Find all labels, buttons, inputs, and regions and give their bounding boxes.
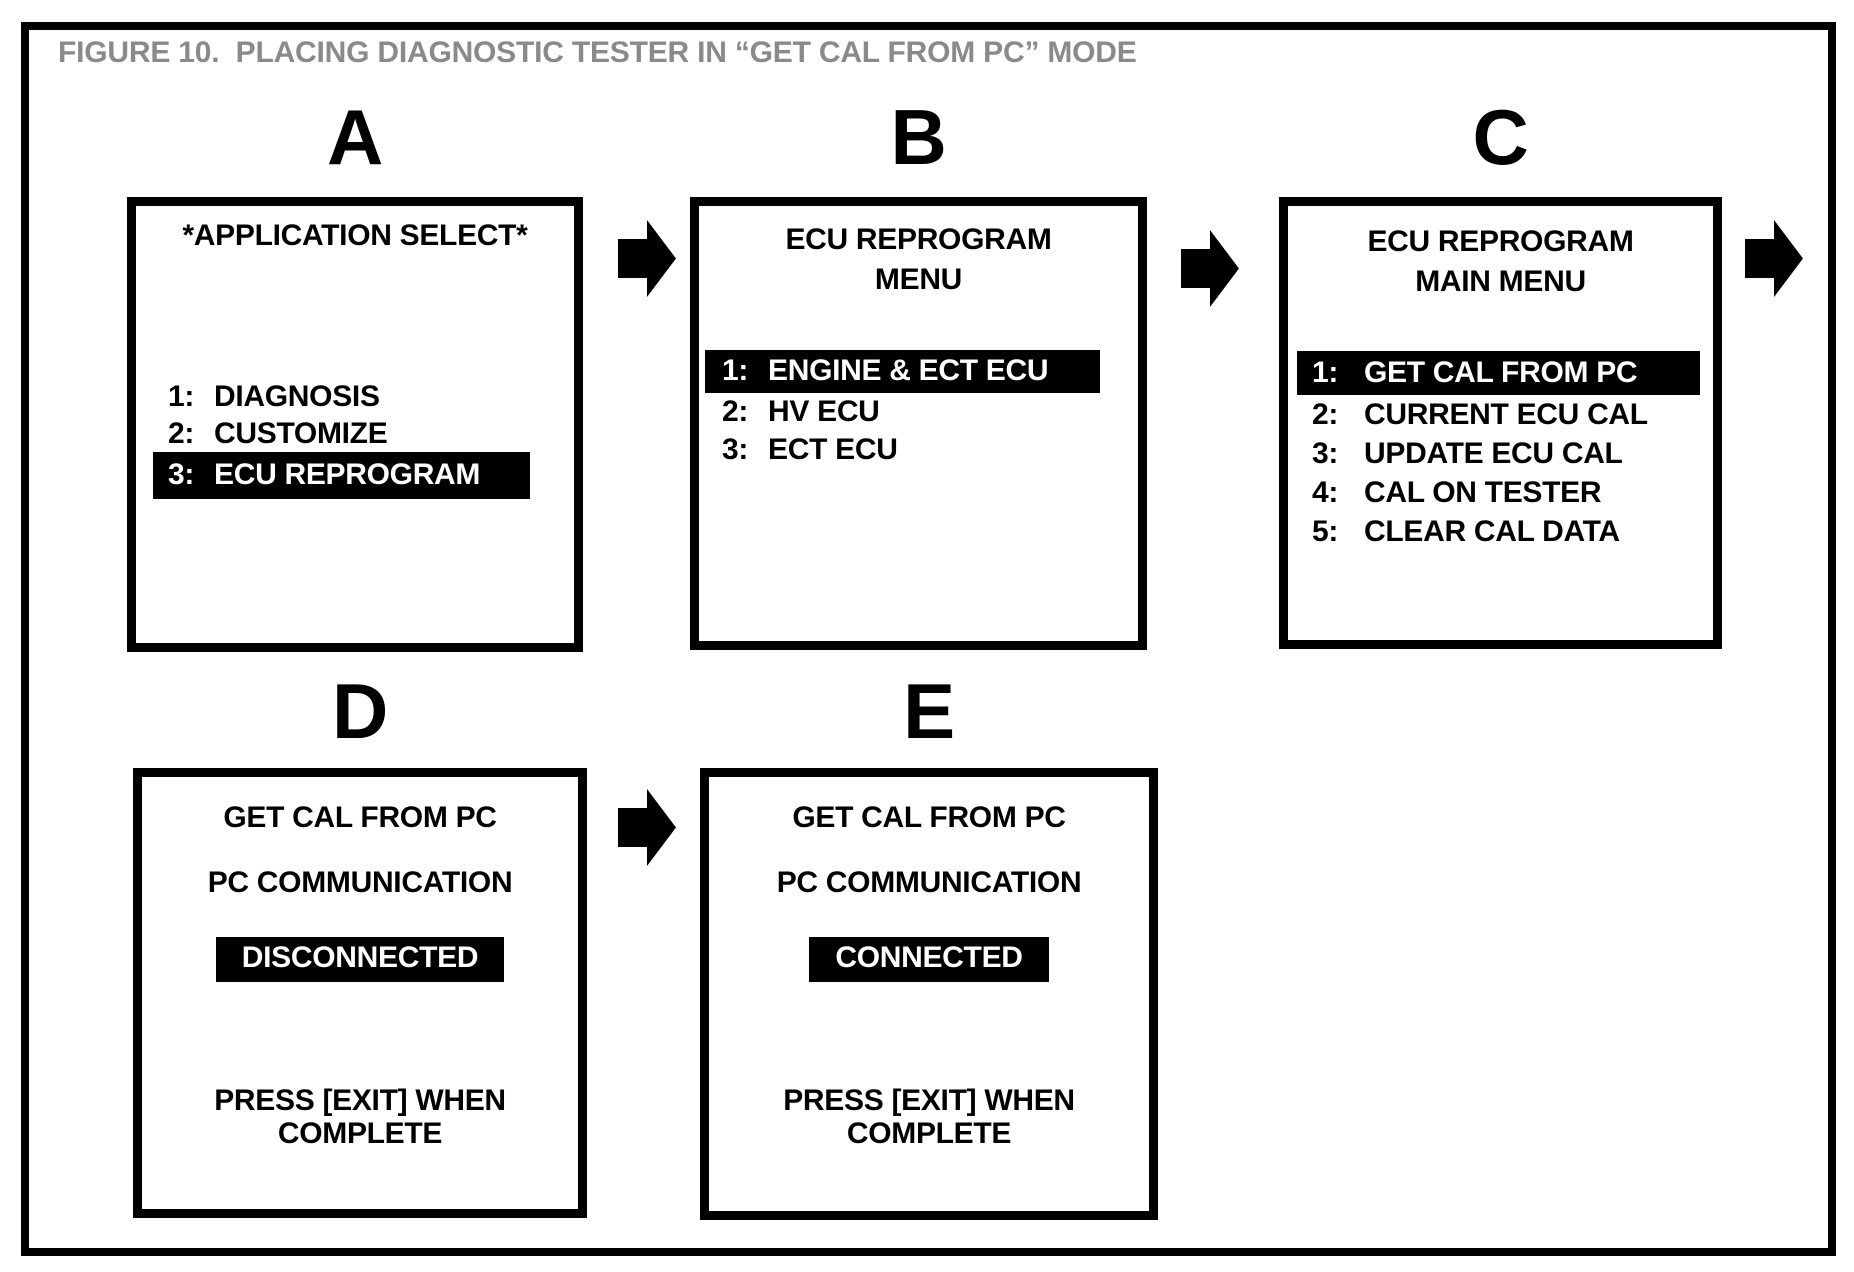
menu-item-label: CAL ON TESTER — [1364, 476, 1602, 509]
menu-item: 2: HV ECU — [705, 393, 1100, 431]
status-line: PC COMMUNICATION — [207, 866, 513, 899]
status-line-highlighted: CONNECTED — [709, 937, 1149, 982]
screen-ecu-reprogram-main-menu: ECU REPROGRAM MAIN MENU 1: GET CAL FROM PC… — [1279, 197, 1722, 649]
screen-ecu-reprogram-menu: ECU REPROGRAM MENU 1: ENGINE & ECT ECU 2: HV… — [690, 197, 1147, 650]
panel-label-e: E — [903, 667, 955, 755]
menu-item-number: 2: — [168, 417, 195, 450]
status-line: COMPLETE — [277, 1117, 443, 1150]
flow-arrow-icon — [1181, 230, 1239, 307]
menu-item-label: ECT ECU — [768, 433, 898, 466]
menu-item-number: 1: — [722, 354, 749, 387]
flow-arrow-icon — [1745, 220, 1803, 297]
status-line: PRESS [EXIT] WHEN — [783, 1084, 1075, 1117]
menu-item-label: UPDATE ECU CAL — [1364, 437, 1623, 470]
menu-item-highlighted: 1: GET CAL FROM PC — [1297, 351, 1700, 395]
menu-item-number: 3: — [168, 458, 195, 491]
panel-label-b: B — [890, 93, 947, 181]
screen-pc-communication-connected: GET CAL FROM PC PC COMMUNICATION CONNECTED… — [700, 768, 1158, 1220]
menu-item: 2: CURRENT ECU CAL — [1297, 395, 1700, 434]
menu-item-number: 2: — [722, 395, 749, 428]
menu-item-label: ENGINE & ECT ECU — [768, 354, 1049, 387]
menu-item-number: 3: — [722, 433, 749, 466]
menu-item-number: 2: — [1312, 398, 1339, 431]
screen-menu: 1: GET CAL FROM PC 2: CURRENT ECU CAL 3: UPDA… — [1297, 351, 1700, 551]
screen-header: ECU REPROGRAM MENU — [785, 223, 1052, 296]
status-line: PRESS [EXIT] WHEN — [214, 1084, 506, 1117]
menu-item: 4: CAL ON TESTER — [1297, 473, 1700, 512]
status-badge: CONNECTED — [809, 937, 1049, 982]
screen-menu: 1: DIAGNOSIS 2: CUSTOMIZE 3: ECU REPROGRAM — [153, 378, 530, 499]
status-line-highlighted: DISCONNECTED — [142, 937, 578, 982]
status-badge: DISCONNECTED — [215, 937, 505, 982]
status-line: GET CAL FROM PC — [223, 801, 497, 834]
screen-header: *APPLICATION SELECT* — [182, 219, 528, 252]
flow-arrow-icon — [618, 789, 676, 866]
menu-item-label: DIAGNOSIS — [214, 380, 380, 413]
menu-item-label: GET CAL FROM PC — [1364, 356, 1638, 389]
menu-item-number: 4: — [1312, 476, 1339, 509]
menu-item: 3: ECT ECU — [705, 431, 1100, 469]
menu-item: 2: CUSTOMIZE — [153, 415, 530, 452]
menu-item-highlighted: 1: ENGINE & ECT ECU — [705, 350, 1100, 393]
flow-arrow-icon — [618, 220, 676, 297]
menu-item-number: 5: — [1312, 515, 1339, 548]
menu-item-number: 1: — [168, 380, 195, 413]
menu-item: 5: CLEAR CAL DATA — [1297, 512, 1700, 551]
panel-label-c: C — [1472, 93, 1529, 181]
panel-label-a: A — [326, 93, 384, 181]
menu-item-label: CUSTOMIZE — [214, 417, 388, 450]
menu-item-highlighted: 3: ECU REPROGRAM — [153, 452, 530, 499]
menu-item-label: CURRENT ECU CAL — [1364, 398, 1648, 431]
figure-title: FIGURE 10. PLACING DIAGNOSTIC TESTER IN … — [58, 36, 1137, 69]
screen-header: ECU REPROGRAM MAIN MENU — [1367, 225, 1634, 298]
menu-item-number: 3: — [1312, 437, 1339, 470]
screen-application-select: *APPLICATION SELECT* 1: DIAGNOSIS 2: CUSTOMI… — [127, 197, 583, 652]
menu-item: 3: UPDATE ECU CAL — [1297, 434, 1700, 473]
status-line: GET CAL FROM PC — [792, 801, 1066, 834]
menu-item-number: 1: — [1312, 356, 1339, 389]
menu-item-label: CLEAR CAL DATA — [1364, 515, 1620, 548]
status-line: PC COMMUNICATION — [776, 866, 1082, 899]
menu-item: 1: DIAGNOSIS — [153, 378, 530, 415]
menu-item-label: HV ECU — [768, 395, 880, 428]
menu-item-label: ECU REPROGRAM — [214, 458, 481, 491]
screen-menu: 1: ENGINE & ECT ECU 2: HV ECU 3: ECT ECU — [705, 350, 1100, 469]
panel-label-d: D — [331, 667, 389, 755]
screen-pc-communication-disconnected: GET CAL FROM PC PC COMMUNICATION DISCONNEC… — [133, 768, 587, 1218]
status-line: COMPLETE — [846, 1117, 1012, 1150]
